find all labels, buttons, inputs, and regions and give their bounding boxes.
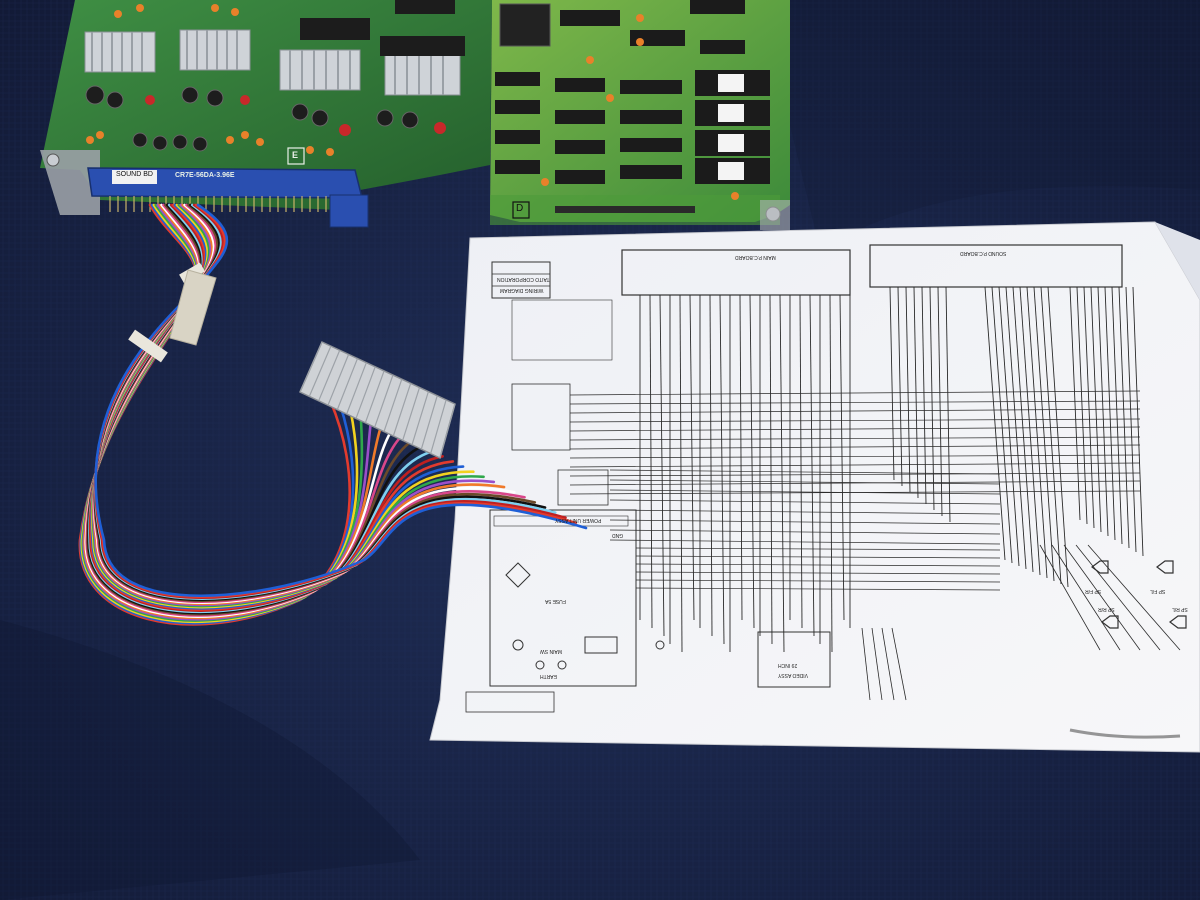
gnd-label: GND xyxy=(612,532,624,538)
speaker-rr-label: SP R/R xyxy=(1098,606,1115,612)
speaker-fl-label: SP F/L xyxy=(1150,588,1166,594)
connector-label: SOUND BD xyxy=(116,171,153,178)
cloth-fold xyxy=(760,0,1200,250)
diagram-company: TAITO CORPORATION xyxy=(497,276,550,282)
main-sw-label: MAIN SW xyxy=(540,648,562,654)
diagram-title: WIRING DIAGRAM xyxy=(500,287,544,293)
sound-pcb xyxy=(40,0,492,228)
sound-board-label: SOUND P.C.BOARD xyxy=(960,250,1007,256)
power-unit-label: POWER UNIT ASSY xyxy=(555,517,602,523)
video-assy-label: VIDEO ASSY xyxy=(778,672,809,678)
main-pcb xyxy=(490,0,790,230)
earth-label: EARTH xyxy=(540,673,557,679)
connector-part: CR7E-56DA-3.96E xyxy=(175,172,235,179)
video-inch-label: 29 INCH xyxy=(778,662,798,668)
cloth-fold xyxy=(0,620,420,900)
main-board-label: MAIN P.C.BOARD xyxy=(735,254,776,260)
speaker-rl-label: SP R/L xyxy=(1172,606,1188,612)
harness-connector xyxy=(128,262,456,460)
silkscreen-d: D xyxy=(516,203,524,214)
speaker-fr-label: SP F/R xyxy=(1085,588,1102,594)
wiring-diagram-paper xyxy=(429,221,1200,753)
fuse-label: FUSE 5A xyxy=(545,598,566,604)
silkscreen-e: E xyxy=(292,150,299,160)
